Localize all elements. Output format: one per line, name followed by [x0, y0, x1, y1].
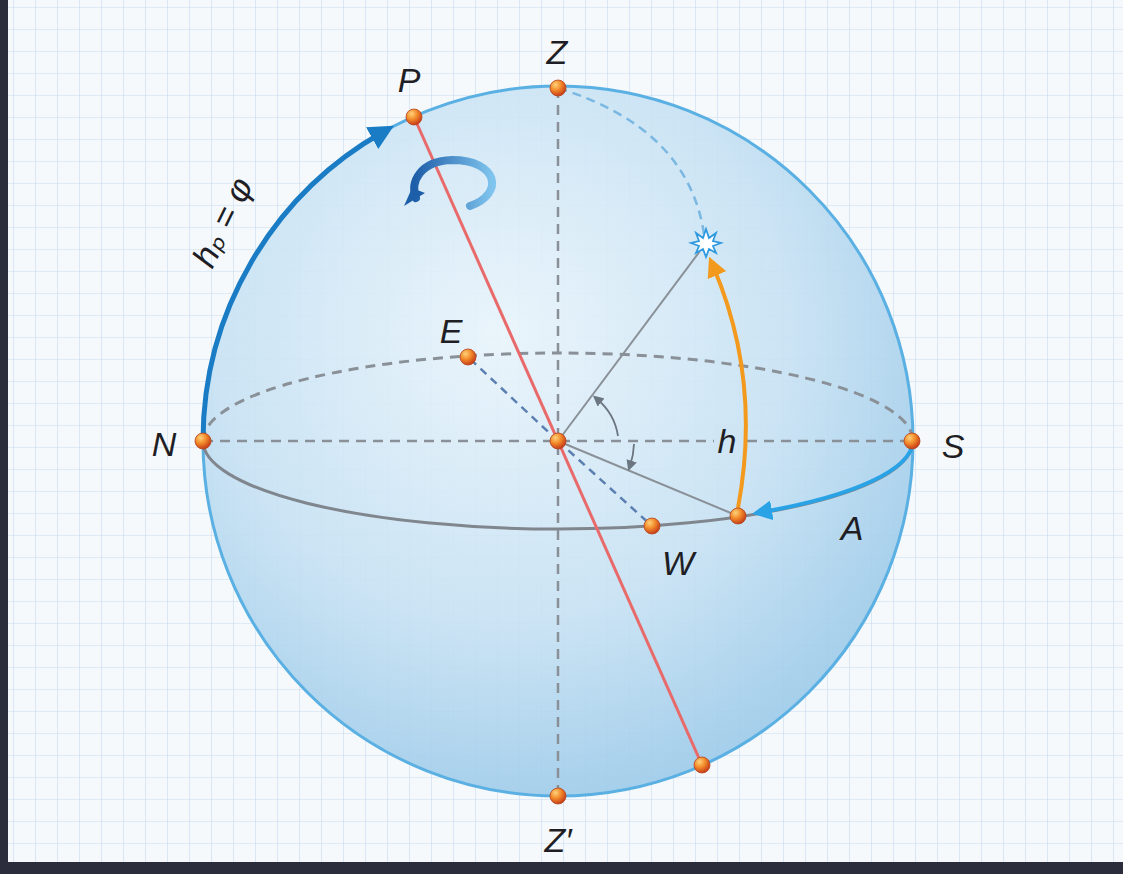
point-label: A [841, 511, 864, 545]
north-point [195, 433, 211, 449]
point-label: P [398, 63, 421, 97]
point-label: W [662, 546, 694, 580]
east-line [468, 357, 558, 441]
points [195, 80, 920, 804]
paper-background [8, 0, 1123, 862]
west-point [644, 518, 660, 534]
world-axis [414, 117, 702, 765]
rotation-arrowhead [404, 188, 425, 206]
vertical-circle [558, 88, 704, 234]
west-line [558, 441, 652, 526]
grid-lines [8, 0, 1123, 862]
azimuth-point [730, 508, 746, 524]
rotation-arrow [414, 160, 492, 206]
point-label: Z [547, 35, 568, 69]
east-point [460, 349, 476, 365]
altitude-arc [713, 266, 746, 508]
point-label: Z′ [544, 823, 571, 857]
south-pole-point [694, 757, 710, 773]
point-label: E [440, 314, 463, 348]
point-label: S [942, 429, 965, 463]
point-label: N [152, 427, 177, 461]
point-label: hₚ = φ [186, 172, 258, 272]
celestial-sphere [203, 86, 913, 796]
azimuth-angle-arc [630, 444, 634, 466]
star-direction [558, 251, 700, 441]
south-point [904, 433, 920, 449]
point-label: h [714, 424, 741, 458]
center-point [550, 433, 566, 449]
zenith-point [550, 80, 566, 96]
nadir-point [550, 788, 566, 804]
azimuth-direction [558, 441, 738, 516]
star-symbol [691, 229, 721, 257]
pole-point [406, 109, 422, 125]
azimuth-arc [762, 441, 913, 512]
altitude-angle-arc [597, 399, 618, 436]
